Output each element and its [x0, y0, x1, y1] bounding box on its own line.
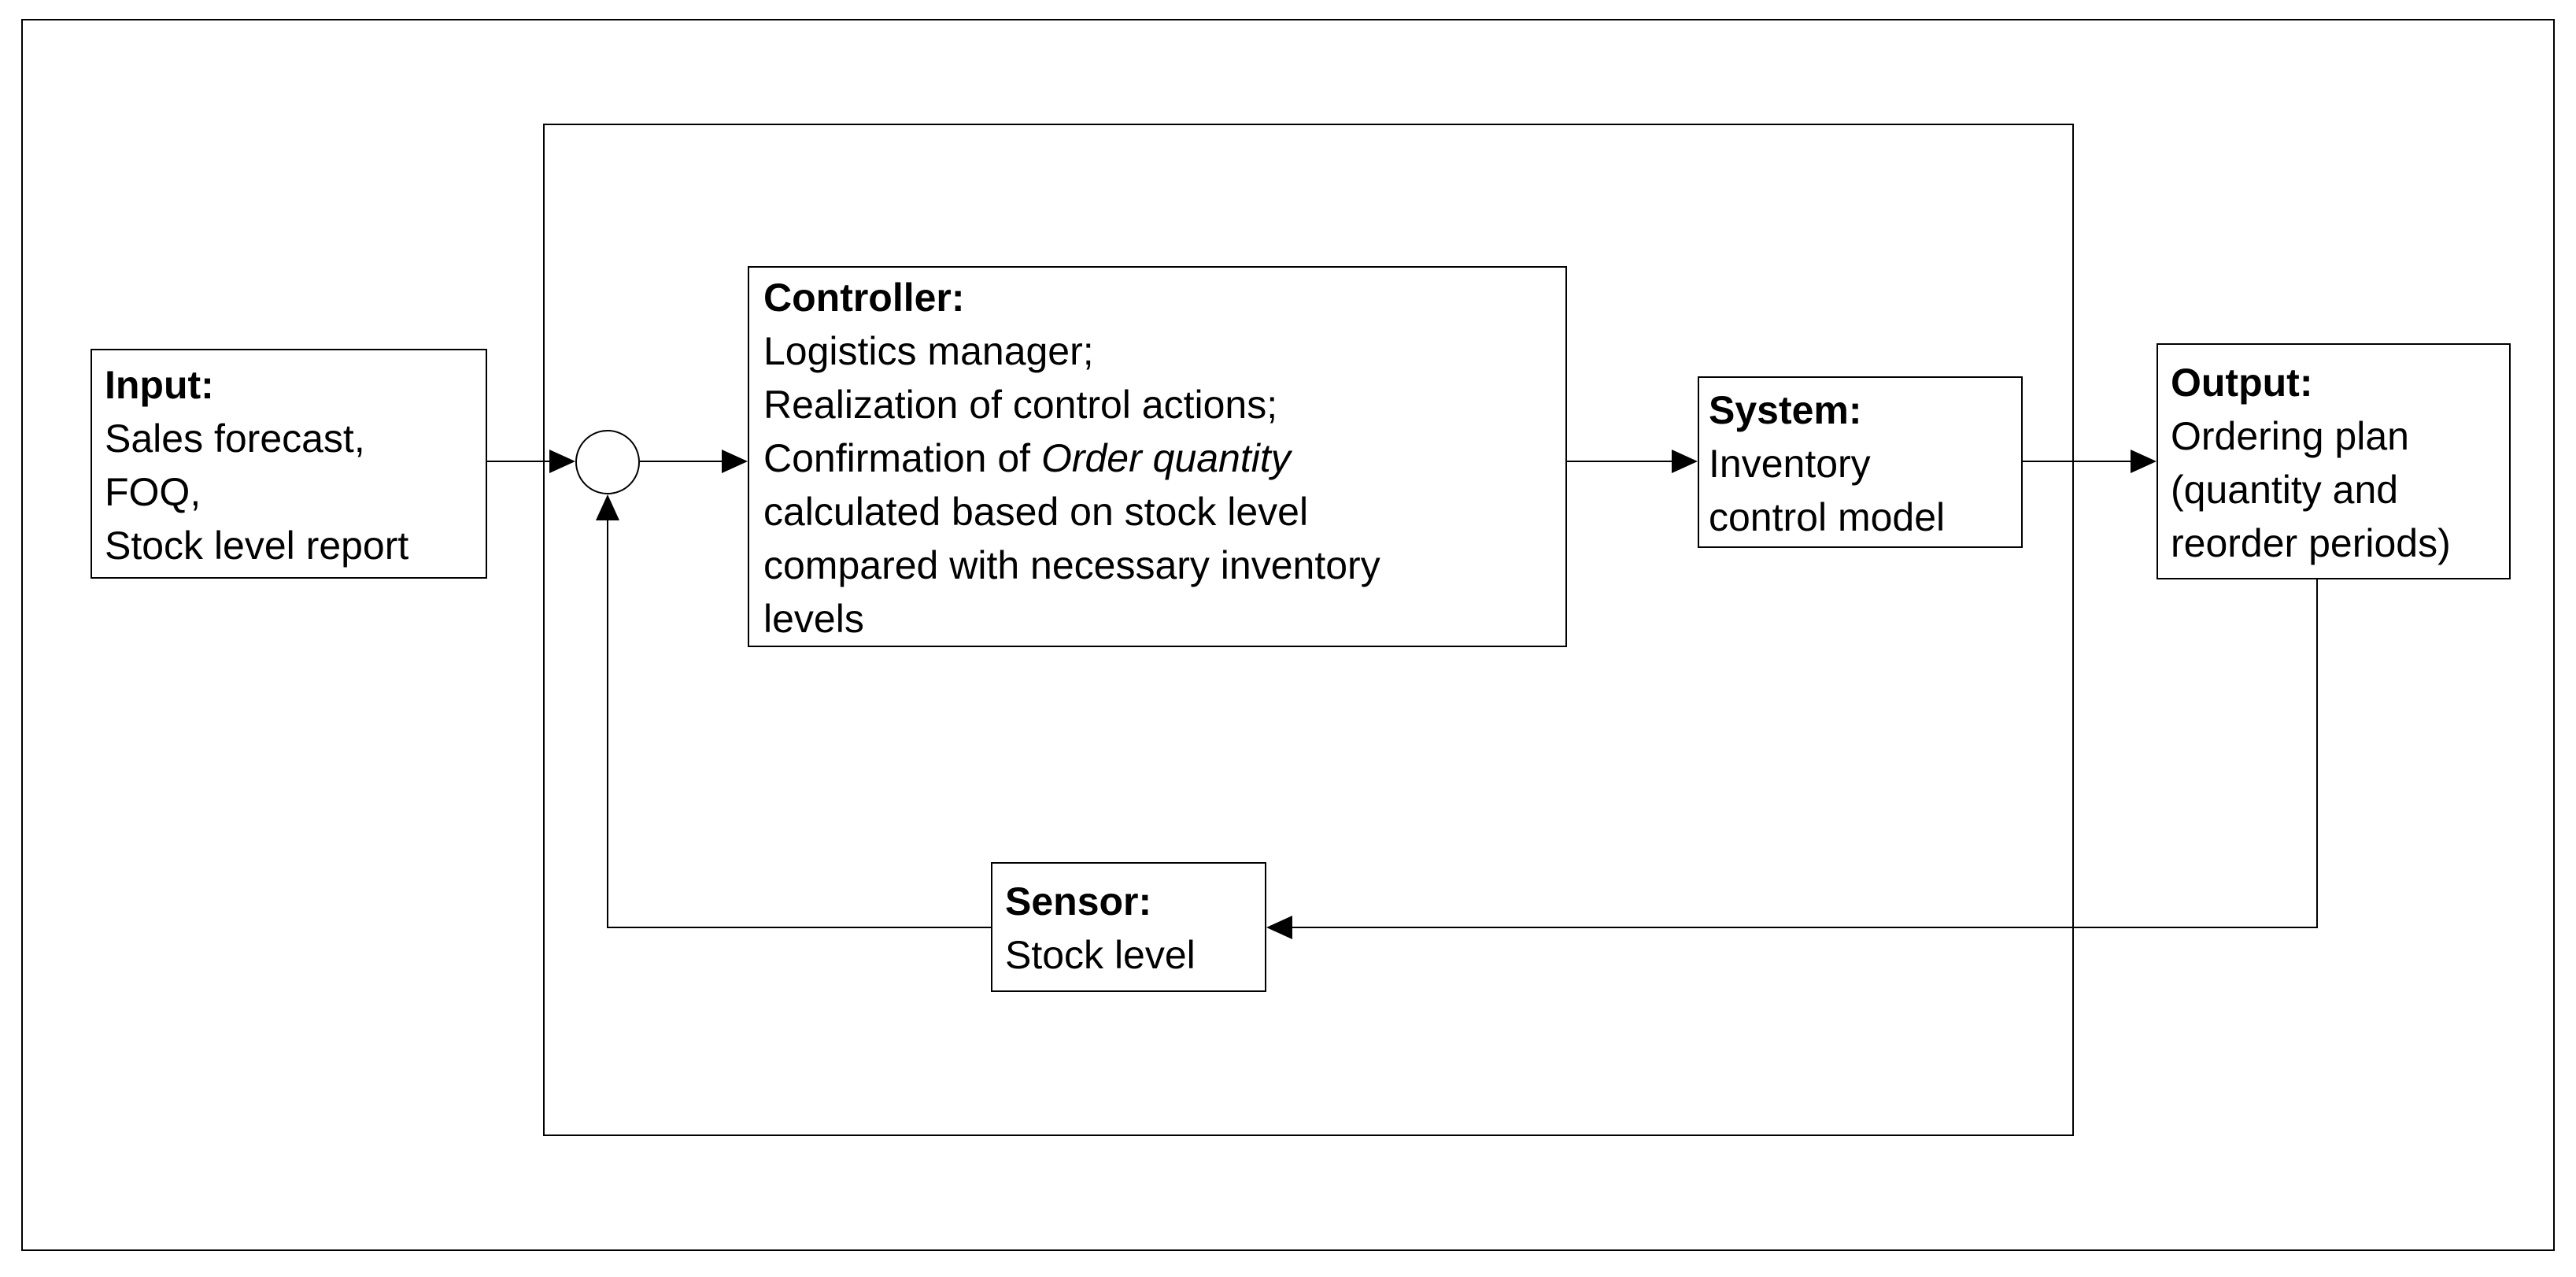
input-box-line: FOQ, — [105, 470, 201, 514]
connector-system-to-output — [2023, 461, 2132, 462]
output-box-line: (quantity and — [2171, 468, 2399, 512]
connector-sensor-to-junction-vertical — [607, 519, 608, 928]
controller-box-line-italic: Order quantity — [1040, 436, 1291, 480]
sensor-box-title: Sensor: — [1005, 879, 1152, 924]
arrowhead-feedback-to-sensor-icon — [1266, 916, 1292, 939]
summing-junction-circle — [575, 430, 640, 494]
arrowhead-junction-to-controller-icon — [722, 450, 748, 473]
output-box-title: Output: — [2171, 361, 2313, 405]
system-box: System: Inventory control model — [1698, 376, 2023, 548]
control-loop-frame — [543, 124, 2074, 1136]
system-box-line: control model — [1709, 495, 1946, 539]
connector-input-to-junction — [487, 461, 554, 462]
controller-box-line: compared with necessary inventory — [763, 543, 1380, 587]
input-box-line: Sales forecast, — [105, 416, 365, 461]
input-box-title: Input: — [105, 363, 214, 407]
controller-box-line: levels — [763, 597, 864, 641]
connector-feedback-to-sensor — [1291, 927, 2317, 928]
arrowhead-controller-to-system-icon — [1672, 450, 1698, 473]
connector-sensor-to-junction-horizontal — [607, 927, 991, 928]
input-box: Input: Sales forecast, FOQ, Stock level … — [91, 349, 487, 579]
system-box-line: Inventory — [1709, 442, 1871, 486]
connector-junction-to-controller — [640, 461, 723, 462]
system-box-title: System: — [1709, 388, 1862, 432]
arrowhead-system-to-output-icon — [2131, 450, 2157, 473]
sensor-box-line: Stock level — [1005, 933, 1196, 977]
controller-box-line: Logistics manager; — [763, 329, 1094, 373]
controller-box-title: Controller: — [763, 276, 965, 320]
output-box-line: Ordering plan — [2171, 414, 2409, 458]
controller-box-line: Confirmation of Order quantity — [763, 431, 1551, 485]
arrowhead-input-to-junction-icon — [549, 450, 575, 473]
output-box: Output: Ordering plan (quantity and reor… — [2157, 343, 2511, 579]
controller-box-line: calculated based on stock level — [763, 490, 1309, 534]
input-box-line: Stock level report — [105, 524, 409, 568]
outer-frame — [21, 19, 2555, 1251]
arrowhead-feedback-to-junction-icon — [596, 494, 619, 520]
sensor-box: Sensor: Stock level — [991, 862, 1266, 992]
connector-controller-to-system — [1567, 461, 1673, 462]
connector-output-feedback-down — [2316, 579, 2318, 928]
controller-box-line-text: Confirmation of — [763, 436, 1041, 480]
controller-box-line: Realization of control actions; — [763, 383, 1278, 427]
controller-box: Controller: Logistics manager; Realizati… — [748, 266, 1567, 647]
output-box-line: reorder periods) — [2171, 521, 2451, 565]
